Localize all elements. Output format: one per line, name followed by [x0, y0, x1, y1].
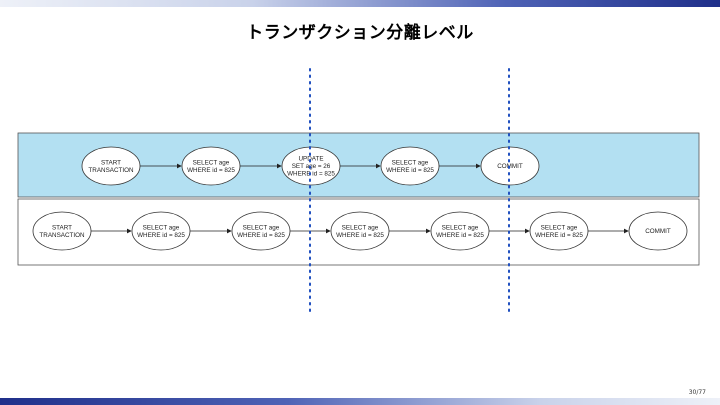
top-accent-bar: [0, 0, 720, 7]
transaction-a-node-5: COMMIT: [480, 146, 540, 186]
transaction-b-node-6-label: SELECT age: [541, 224, 578, 231]
transaction-b-node-7-label: COMMIT: [645, 228, 671, 235]
transaction-b-node-1-label: START: [52, 224, 72, 231]
transaction-b-node-3-label: SELECT age: [243, 224, 280, 231]
transaction-a-node-3-label: UPDATE: [298, 156, 323, 163]
bottom-accent-bar: [0, 398, 720, 405]
transaction-b-node-2-label: SELECT age: [143, 224, 180, 231]
transaction-b-node-shape-7: [628, 211, 688, 251]
page-number: 30/77: [688, 389, 706, 396]
transaction-b-node-4-label: SELECT age: [342, 224, 379, 231]
transaction-b-node-6-label: WHERE id = 825: [535, 232, 583, 239]
transaction-a-node-1-label: TRANSACTION: [88, 167, 134, 174]
transaction-b-node-4-label: WHERE id = 825: [336, 232, 384, 239]
transaction-b-node-1-label: TRANSACTION: [39, 232, 85, 239]
transaction-a-node-2-label: WHERE id = 825: [187, 167, 235, 174]
transaction-a-node-4-label: SELECT age: [392, 159, 429, 166]
transaction-a-node-1-label: START: [101, 159, 121, 166]
transaction-b-node-2-label: WHERE id = 825: [137, 232, 185, 239]
transaction-a-node-3-label: WHERE id = 825: [287, 171, 335, 178]
transaction-a-node-4-label: WHERE id = 825: [386, 167, 434, 174]
transaction-b-node-7: COMMIT: [628, 211, 688, 251]
transaction-b-node-5-label: WHERE id = 825: [436, 232, 484, 239]
transaction-a-node-5-label: COMMIT: [497, 163, 523, 170]
transaction-b-node-3-label: WHERE id = 825: [237, 232, 285, 239]
transaction-b-node-5-label: SELECT age: [442, 224, 479, 231]
transaction-a-node-2-label: SELECT age: [193, 159, 230, 166]
transaction-a-node-3-label: SET age = 26: [292, 163, 331, 170]
slide-title: トランザクション分離レベル: [246, 23, 474, 43]
